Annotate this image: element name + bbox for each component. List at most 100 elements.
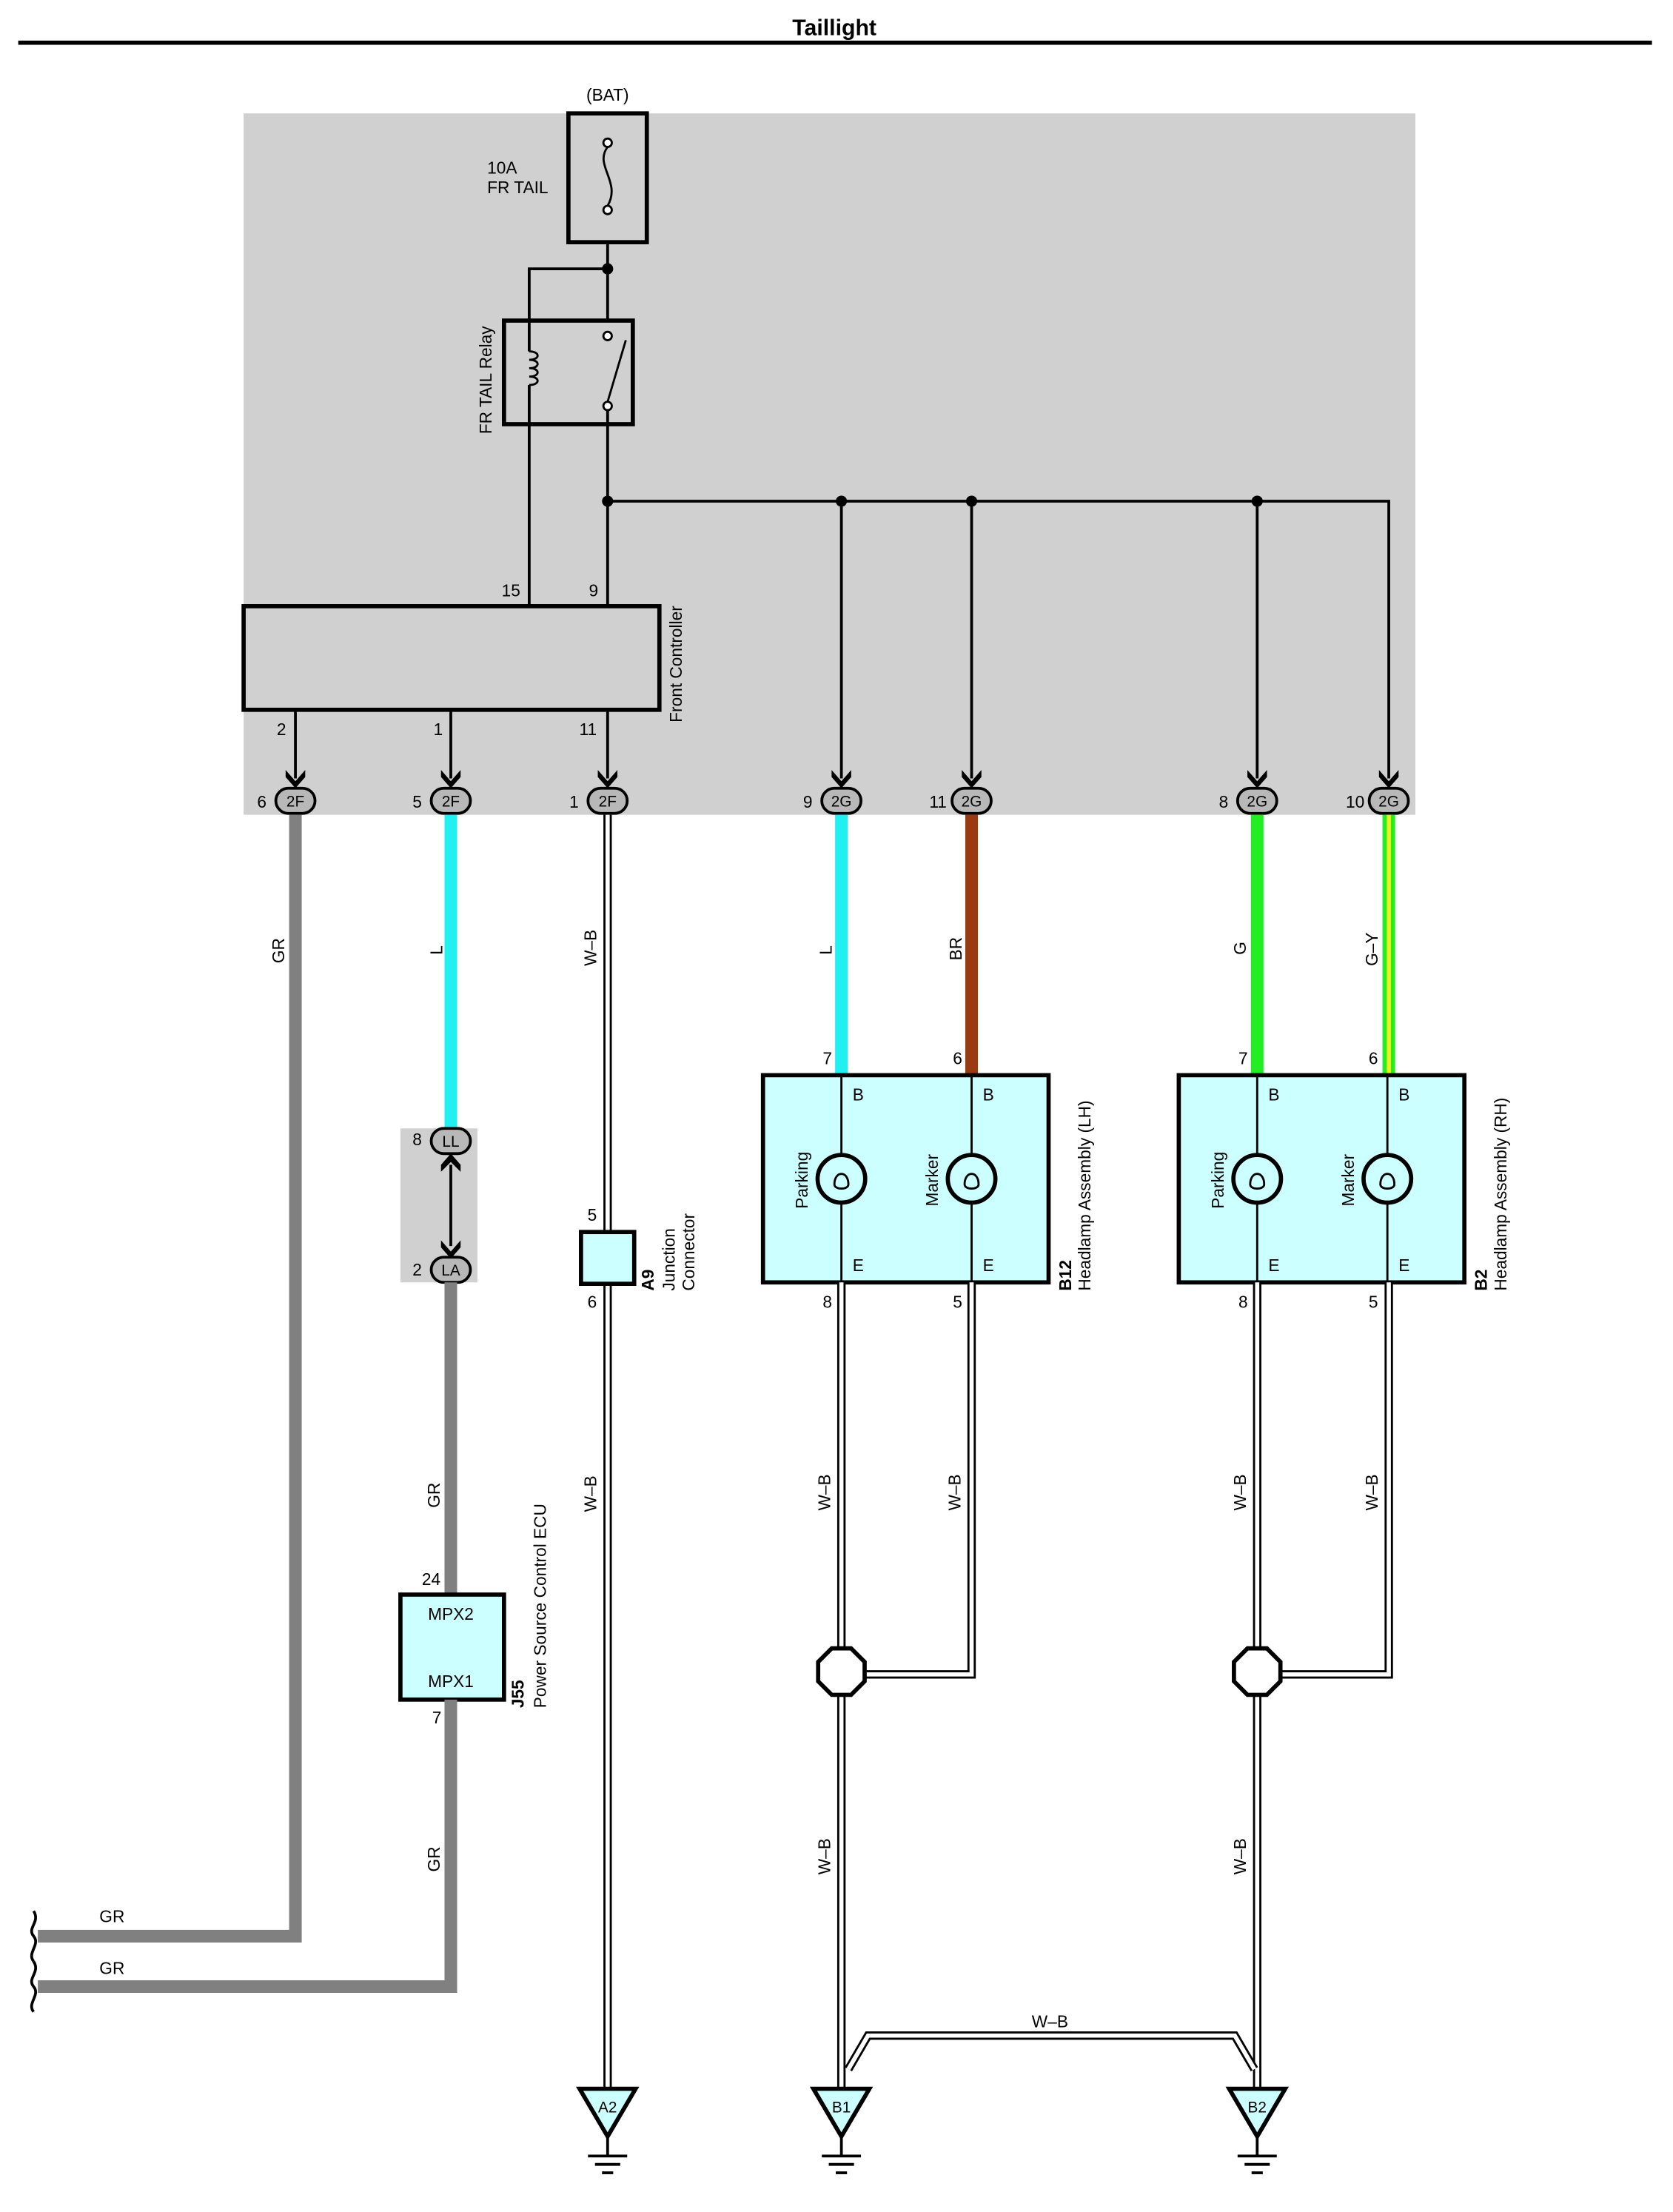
connector-2G-oval — [951, 786, 993, 815]
headlamp-e: E — [1268, 1256, 1279, 1275]
wire-label-gr-2: GR — [424, 1483, 443, 1508]
relay-box — [502, 318, 635, 426]
connector-pin: 10 — [1346, 792, 1364, 811]
headlamp-b: B — [1268, 1085, 1279, 1104]
page-title: Taillight — [792, 16, 876, 40]
headlamp-name: Headlamp Assembly (RH) — [1491, 1098, 1510, 1291]
connector-2F-code: 2F — [286, 793, 304, 810]
ecu-name: Power Source Control ECU — [531, 1504, 550, 1708]
junction-id: A9 — [638, 1270, 657, 1291]
headlamp-e: E — [983, 1256, 994, 1275]
fuse-name: FR TAIL — [487, 178, 548, 197]
headlamp-box — [760, 1073, 1051, 1285]
parking-bulb-icon — [815, 1153, 868, 1205]
ecu-label-mpx1: MPX1 — [428, 1672, 474, 1691]
parking-bulb-icon — [1231, 1153, 1284, 1205]
headlamp-pin: 8 — [1238, 1292, 1248, 1311]
headlamp-pin: 7 — [822, 1048, 832, 1068]
relay-coil-icon — [528, 321, 539, 425]
wb-interconnect — [845, 2031, 1258, 2071]
ground-B2: B2 — [1225, 2086, 1290, 2174]
wire-label-l-1: L — [427, 945, 446, 955]
headlamp-pin: 5 — [1369, 1292, 1378, 1311]
junction-name-1: Junction — [660, 1228, 679, 1291]
wb-interconnect-core — [846, 2033, 1256, 2071]
connector-arrow — [440, 770, 461, 788]
connector-pin: 6 — [257, 792, 266, 811]
headlamp-pin: 6 — [953, 1048, 962, 1068]
wire-break-icon — [30, 1910, 37, 2013]
headlamp-name: Headlamp Assembly (LH) — [1075, 1100, 1094, 1290]
connector-arrow — [831, 770, 851, 788]
relay-name: FR TAIL Relay — [476, 326, 495, 434]
headlamp-e: E — [853, 1256, 864, 1275]
connector-2F-oval — [274, 786, 317, 815]
wb-wire-core — [1257, 1282, 1391, 1677]
headlamp-b: B — [1398, 1085, 1409, 1104]
ground-label: B2 — [1248, 2099, 1267, 2117]
inline-la-code: LA — [441, 1262, 460, 1279]
junction-name-2: Connector — [679, 1213, 698, 1291]
wire-label-g: G — [1230, 942, 1250, 955]
lamp-name-parking: Parking — [792, 1152, 811, 1209]
ecu-box — [398, 1592, 506, 1702]
headlamp-pin: 7 — [1238, 1048, 1248, 1068]
headlamp-box — [1176, 1073, 1467, 1285]
connector-2F-oval — [586, 786, 629, 815]
headlamp-id: B12 — [1056, 1260, 1075, 1291]
fc-pin-11: 11 — [580, 720, 597, 739]
connector-2G-code: 2G — [831, 793, 852, 810]
wire-label-gy: G–Y — [1362, 932, 1381, 965]
lamp-name-marker: Marker — [1338, 1153, 1358, 1206]
ll-pin: 8 — [412, 1130, 422, 1149]
connector-2G-code: 2G — [1247, 793, 1267, 810]
headlamp-id: B2 — [1471, 1270, 1490, 1291]
wire-label-wb-bottom: W–B — [1032, 2011, 1068, 2031]
inline-ll-code: LL — [442, 1133, 459, 1150]
connector-arrow — [1378, 770, 1399, 788]
connector-arrow — [597, 770, 618, 788]
wire-label-gr-left-2: GR — [99, 1959, 124, 1978]
wire-label-wb: W–B — [814, 1838, 834, 1874]
bulb-filament-icon — [833, 1173, 850, 1190]
junction-block-panel — [244, 113, 1415, 815]
ground-label: A2 — [598, 2099, 617, 2117]
connector-pin: 5 — [412, 792, 422, 811]
connector-2F-code: 2F — [442, 793, 460, 810]
ground-icon — [576, 2086, 640, 2141]
marker-bulb-icon — [1361, 1153, 1414, 1205]
wire-label-gr-left-1: GR — [99, 1907, 124, 1926]
front-controller-name: Front Controller — [666, 606, 685, 723]
headlamp-b: B — [853, 1085, 864, 1104]
connector-pin: 9 — [803, 792, 813, 811]
lamp-name-parking: Parking — [1208, 1152, 1227, 1209]
connector-2G-code: 2G — [962, 793, 982, 810]
fuse-icon — [602, 137, 613, 215]
connector-2G-oval — [1236, 786, 1278, 815]
wire-gr-3 — [38, 1699, 457, 1994]
fc-pin-9: 9 — [589, 581, 599, 600]
connector-2F-oval — [429, 786, 472, 815]
wire-label-wb-1: W–B — [581, 930, 600, 966]
ecu-id: J55 — [508, 1680, 527, 1708]
bulb-filament-icon — [1249, 1173, 1266, 1190]
ecu-pin-bottom: 7 — [432, 1708, 442, 1727]
junction-pin-top: 5 — [588, 1205, 597, 1224]
headlamp-pin: 8 — [822, 1292, 832, 1311]
ground-icon — [1225, 2086, 1290, 2141]
wire-label-wb: W–B — [1362, 1474, 1381, 1510]
bulb-filament-icon — [1379, 1173, 1396, 1190]
inline-connector: LL LA — [429, 1127, 472, 1284]
ground-A2: A2 — [576, 2086, 640, 2174]
headlamp-pin: 6 — [1369, 1048, 1378, 1068]
wire-label-wb: W–B — [945, 1474, 964, 1510]
wire-label-wb: W–B — [1230, 1838, 1250, 1874]
ground-label: B1 — [832, 2099, 851, 2117]
wire-label-wb: W–B — [814, 1474, 834, 1510]
connector-pin: 11 — [929, 792, 947, 811]
connector-arrow — [285, 770, 306, 788]
junction-connector-box — [579, 1230, 637, 1287]
wb-wire-core — [841, 1282, 974, 1677]
